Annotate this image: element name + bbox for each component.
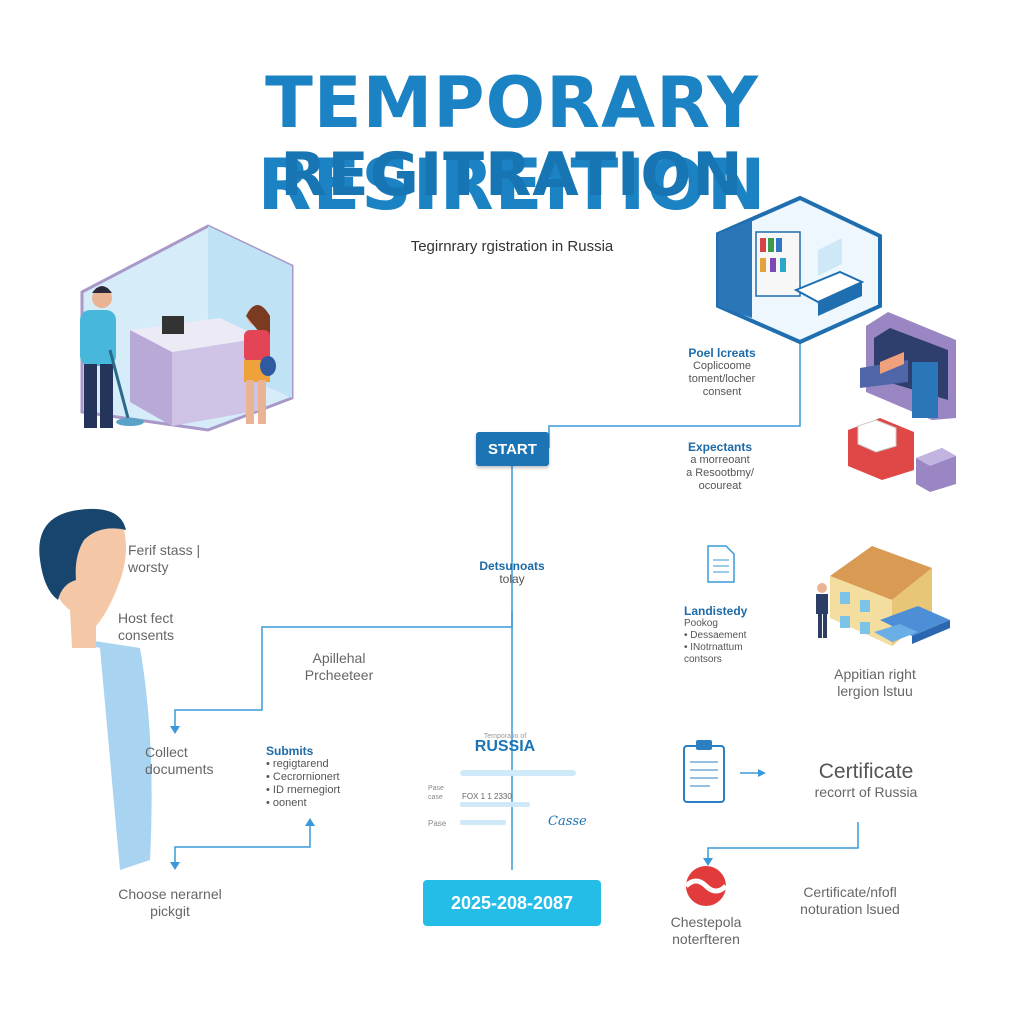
node-lines: • regigtarend • Cecrornionert • ID rnern… bbox=[266, 758, 341, 809]
node-expectants: Expectants a morreoant a Resootbmy/ ocou… bbox=[660, 440, 780, 493]
node-heading: Poel lcreats bbox=[688, 346, 756, 360]
node-heading: Expectants bbox=[687, 440, 753, 454]
seal-icon bbox=[684, 866, 728, 906]
reception-illustration bbox=[80, 224, 294, 432]
label-apillehal: Apillehal Prcheeteer bbox=[304, 650, 374, 683]
node-poel-lcreats: Poel lcreats Coplicoome toment/locher co… bbox=[662, 346, 782, 399]
label-certificate-notification: Certificate/nfofl noturation lsued bbox=[800, 884, 900, 917]
node-submits: Submits • regigtarend • Cecrornionert • … bbox=[266, 744, 340, 810]
connector-docs-to-collect bbox=[174, 612, 513, 728]
tv-unit-illustration bbox=[860, 312, 956, 420]
doc-row2-label: Pase bbox=[428, 819, 447, 828]
node-lines: a morreoant a Resootbmy/ ocoureat bbox=[686, 454, 754, 492]
node-documents: Detsunoats tolay bbox=[462, 559, 562, 586]
doc-small-caption: Temporatio of bbox=[483, 733, 527, 740]
man-profile-illustration bbox=[39, 508, 152, 880]
node-heading: Submits bbox=[266, 744, 314, 758]
certificate-sub: recorrt of Russia bbox=[814, 784, 918, 800]
sofa-illustration bbox=[848, 418, 956, 492]
label-choose: Choose nerarnel pickgit bbox=[118, 886, 222, 919]
connector-cert-to-notif bbox=[707, 822, 859, 860]
doc-row1-value: FOX 1 1 2330 bbox=[462, 792, 512, 801]
node-landistedy: Landistedy Pookog • Dessaement • INotrna… bbox=[684, 604, 747, 666]
label-ferif-stass: Ferif stass | worsty bbox=[128, 542, 201, 575]
page-title-line2: REGITRATION bbox=[280, 140, 744, 210]
node-lines: Pookog • Dessaement • INotrnattum contso… bbox=[684, 618, 747, 665]
node-certificate: Certificate recorrt of Russia bbox=[786, 760, 946, 800]
connector-submits-to-choose bbox=[174, 822, 311, 865]
house-illustration bbox=[816, 546, 950, 646]
label-chestepola: Chestepola noterfteren bbox=[670, 914, 742, 947]
connector-start-to-room bbox=[548, 322, 801, 448]
doc-signature: Casse bbox=[548, 814, 587, 829]
label-host-fect: Host fect consents bbox=[118, 610, 175, 643]
label-applicant-right: Appitian right lergion lstuu bbox=[834, 666, 916, 699]
node-heading: Detsunoats bbox=[479, 559, 545, 573]
page-subtitle: Tegirnrary rgistration in Russia bbox=[410, 238, 614, 255]
page-title-line1: TEMPORARY RESIREITION bbox=[257, 62, 767, 226]
label-collect-documents: Collect documents bbox=[145, 744, 214, 777]
node-sub: tolay bbox=[499, 572, 525, 586]
date-box: 2025-208-2087 bbox=[423, 880, 601, 926]
clipboard-icon bbox=[683, 740, 725, 803]
bookshelf-room-illustration bbox=[716, 195, 882, 345]
russia-doc-lines bbox=[460, 770, 576, 825]
certificate-title: Certificate bbox=[818, 760, 914, 783]
document-icon bbox=[707, 545, 735, 583]
node-lines: Coplicoome toment/locher consent bbox=[688, 360, 756, 398]
doc-row1-label: Pase case bbox=[428, 785, 444, 801]
start-node: START bbox=[476, 432, 549, 466]
russia-document-card: Temporatio of RUSSIA Pase case FOX 1 1 2… bbox=[420, 730, 590, 840]
node-heading: Landistedy bbox=[684, 604, 748, 618]
doc-heading: RUSSIA bbox=[474, 738, 536, 755]
